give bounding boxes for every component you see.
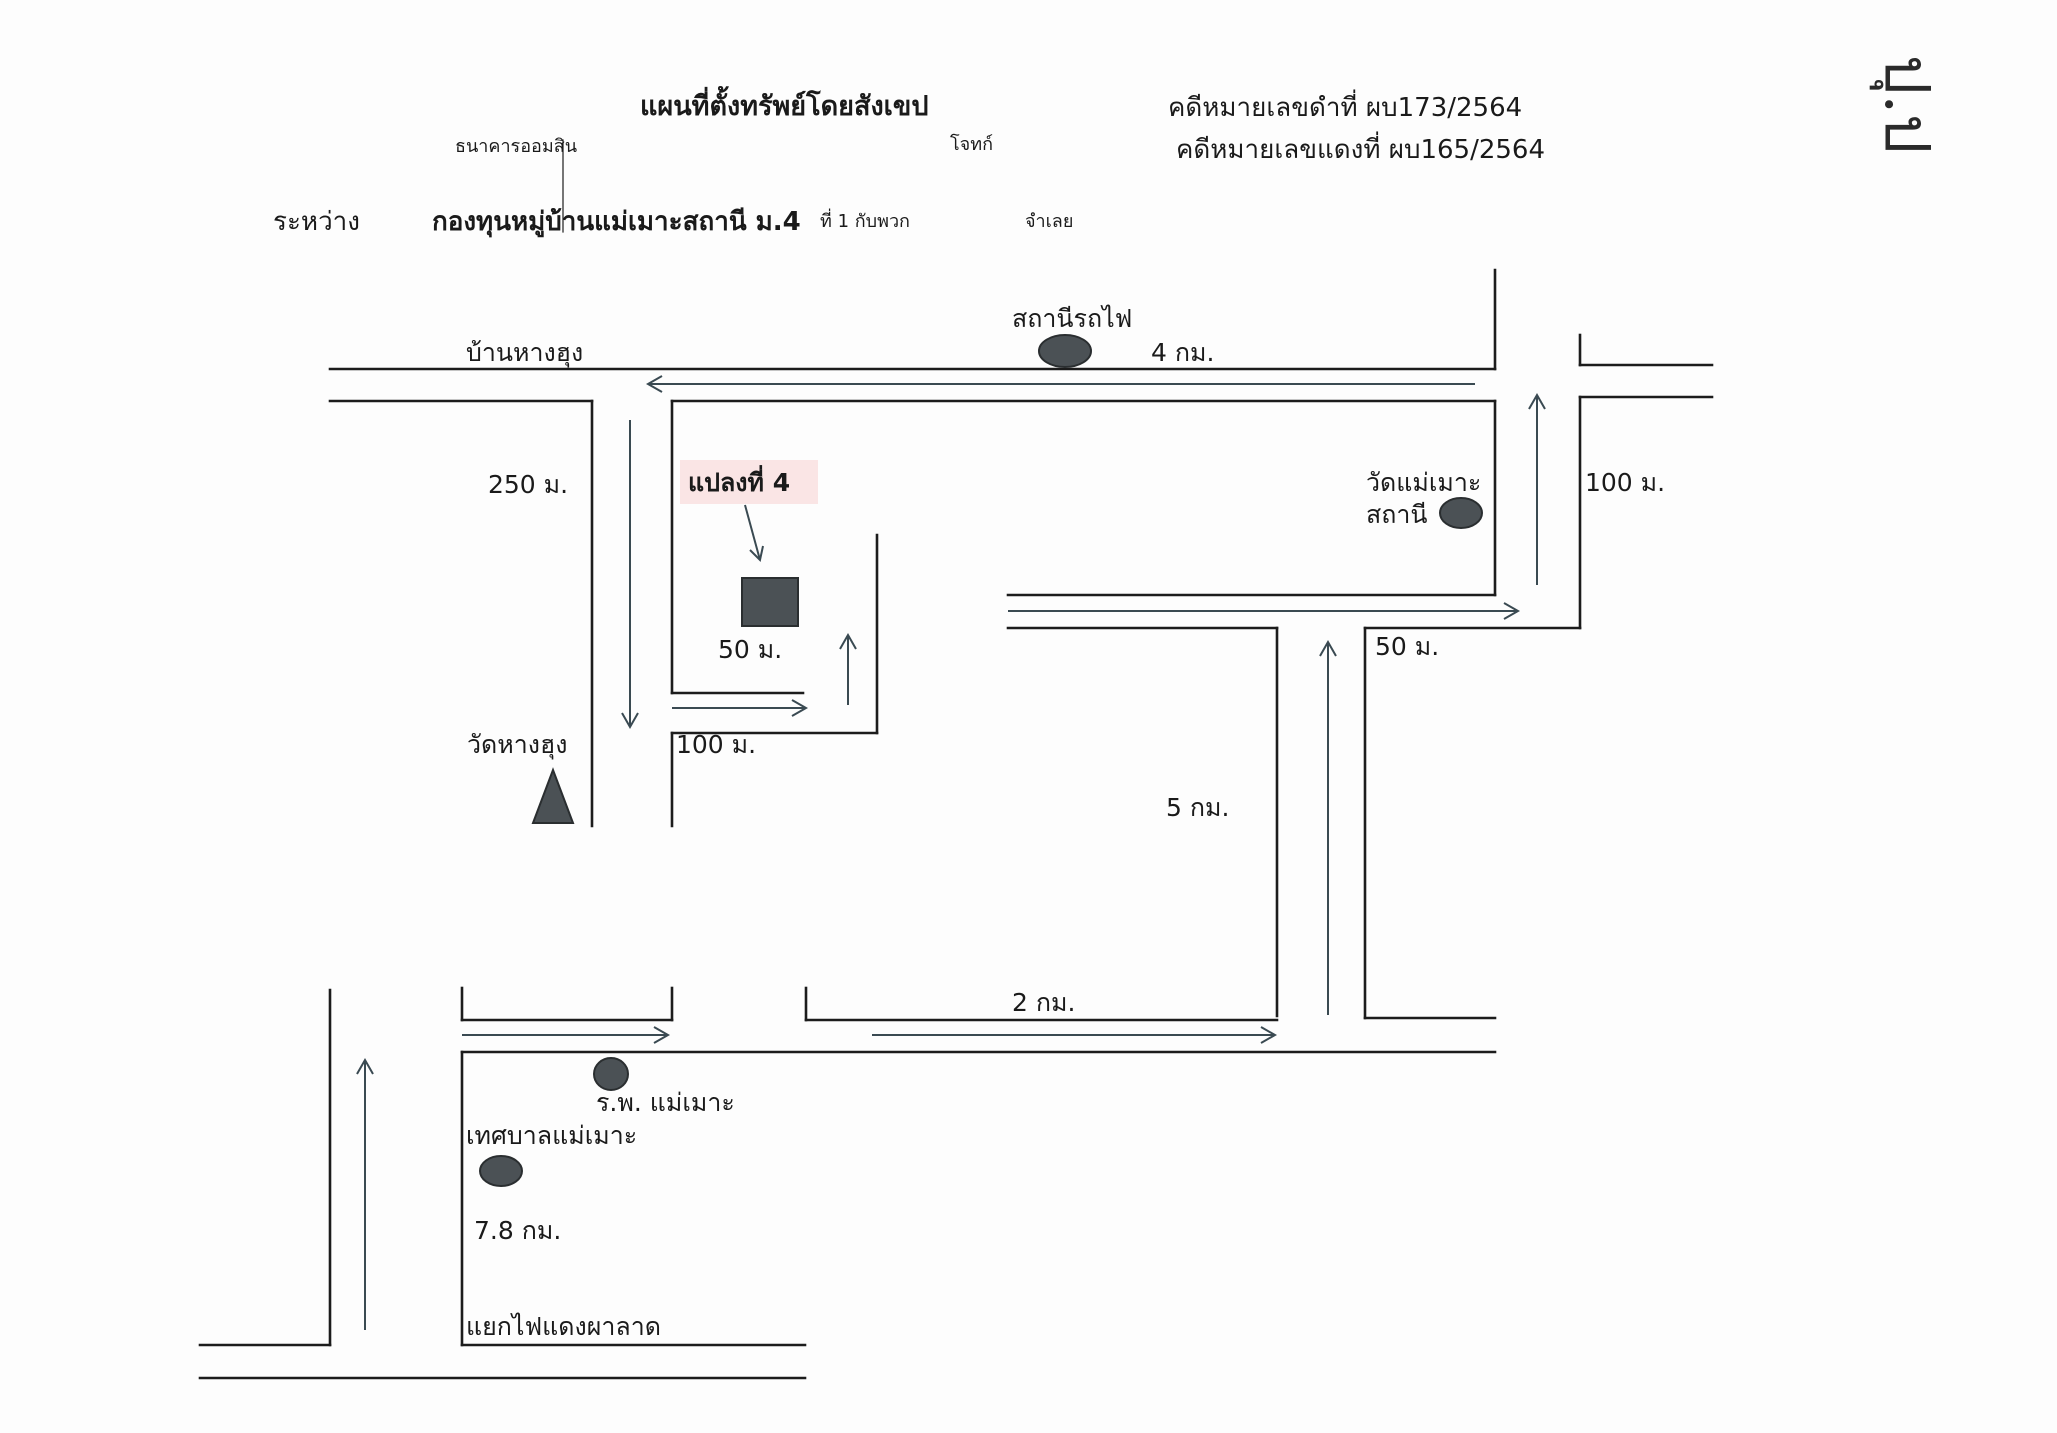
distance-2km-label: 2 กม.: [1012, 988, 1076, 1017]
plot-label: แปลงที่ 4: [688, 468, 791, 497]
plot-marker: [741, 577, 799, 627]
wat-hang-hung-label: วัดหางฮุง: [467, 730, 568, 759]
black-case-number: คดีหมายเลขดำที่ ผบ173/2564: [1168, 93, 1523, 123]
plaintiff-role: โจทก์: [950, 134, 993, 155]
distance-4km-label: 4 กม.: [1151, 338, 1215, 367]
wat-mae-moh-marker: [1439, 497, 1483, 529]
wat-hang-hung-marker: [531, 767, 575, 824]
plot-highlight: [680, 460, 818, 504]
plaintiff-name: ธนาคารออมสิน: [455, 136, 577, 157]
distance-250m-label: 250 ม.: [488, 470, 569, 499]
municipality-label: เทศบาลแม่เมาะ: [466, 1121, 638, 1150]
train-station-label: สถานีรถไฟ: [1012, 304, 1133, 333]
wat-mae-moh-label-line2: สถานี: [1366, 500, 1428, 529]
distance-7-8km-label: 7.8 กม.: [474, 1216, 562, 1245]
distance-5km-label: 5 กม.: [1166, 793, 1230, 822]
train-station-marker: [1038, 334, 1092, 368]
defendant-role: จำเลย: [1025, 211, 1074, 232]
hospital-label: ร.พ. แม่เมาะ: [596, 1088, 735, 1117]
between-label: ระหว่าง: [273, 207, 360, 237]
ban-hang-hung-label: บ้านหางฮุง: [466, 338, 584, 367]
route-arrows: [356, 375, 1546, 1330]
wat-mae-moh-label-line1: วัดแม่เมาะ: [1366, 468, 1482, 497]
distance-100m-plot-label: 100 ม.: [676, 730, 757, 759]
distance-50m-plot-label: 50 ม.: [718, 635, 783, 664]
red-case-number: คดีหมายเลขแดงที่ ผบ165/2564: [1176, 135, 1546, 165]
distance-50m-right-label: 50 ม.: [1375, 632, 1440, 661]
defendant-name: กองทุนหมู่บ้านแม่เมาะสถานี ม.4: [432, 207, 801, 237]
document-title: แผนที่ตั้งทรัพย์โดยสังเขป: [640, 91, 929, 122]
junction-label: แยกไฟแดงผาลาด: [466, 1312, 662, 1341]
distance-100m-right-label: 100 ม.: [1585, 468, 1666, 497]
municipality-marker: [479, 1155, 523, 1187]
defendant-suffix: ที่ 1 กับพวก: [820, 211, 910, 232]
hospital-marker: [593, 1057, 629, 1091]
